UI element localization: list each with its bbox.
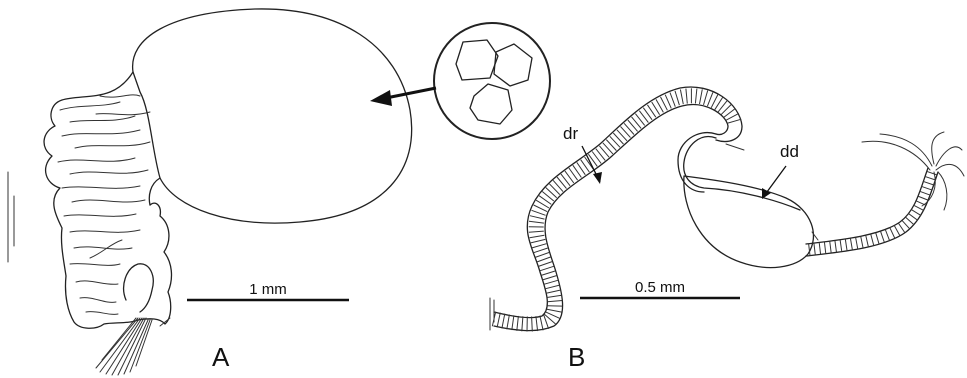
duct-ring	[532, 317, 533, 332]
duct-ring	[824, 242, 825, 254]
duct-ring	[894, 225, 900, 236]
duct-ring	[856, 237, 858, 249]
duct-ring	[866, 235, 869, 247]
duct-ring	[905, 217, 914, 225]
panel-b-bladder	[684, 176, 814, 268]
duct-ring	[919, 191, 930, 195]
panel-b-scale-label: 0.5 mm	[635, 279, 685, 296]
duct-ring	[871, 234, 874, 246]
label-dr-arrowhead	[593, 172, 602, 184]
panel-b-right-ringed-duct	[806, 168, 938, 256]
duct-ring	[850, 238, 852, 250]
panel-b-letter: B	[568, 342, 585, 372]
panel-a-inset-circle	[434, 23, 550, 139]
duct-ring	[861, 236, 863, 248]
duct-ring	[890, 228, 895, 239]
duct-ring	[921, 186, 932, 190]
panel-a-scale-label: 1 mm	[249, 281, 287, 298]
panel-a-fibrous-mass-outline	[44, 92, 171, 328]
label-dd: dd	[780, 142, 799, 161]
duct-ring	[845, 239, 847, 251]
duct-ring	[923, 181, 934, 185]
panel-b-right-duct-rings	[809, 171, 938, 255]
panel-b-duct-end-cut	[726, 144, 744, 150]
duct-ring	[830, 241, 832, 253]
duct-ring	[814, 243, 815, 255]
panel-a-inner-lobe	[124, 264, 154, 312]
panel-b-frayed-strands	[862, 132, 964, 210]
duct-ring	[926, 171, 937, 175]
panel-a-inset-cells	[456, 40, 532, 124]
panel-a-cut-mark	[160, 318, 170, 326]
duct-ring	[835, 241, 837, 253]
duct-ring	[911, 209, 921, 215]
panel-b: dr dd 0.5 mm B	[490, 87, 964, 372]
duct-ring	[898, 223, 905, 233]
duct-ring	[925, 176, 936, 180]
panel-a: 1 mm A	[8, 9, 550, 375]
panel-b-ringed-duct	[492, 87, 742, 332]
panel-a-pointer-arrow-head	[370, 90, 392, 106]
duct-ring	[918, 196, 929, 200]
duct-ring	[876, 233, 879, 245]
duct-ring	[819, 243, 820, 255]
panel-a-oval-sac	[133, 9, 412, 223]
duct-ring	[840, 240, 842, 252]
panel-a-bristles	[96, 318, 152, 375]
label-dd-arrowhead	[762, 188, 771, 199]
duct-ring	[902, 220, 910, 229]
panel-a-pointer-arrow-line	[386, 88, 436, 98]
panel-a-fibers	[58, 95, 150, 315]
duct-ring	[916, 201, 927, 206]
panel-a-left-edge-marks	[8, 172, 14, 262]
label-dr: dr	[563, 124, 578, 143]
panel-a-letter: A	[212, 342, 230, 372]
duct-ring	[908, 213, 918, 220]
duct-ring	[881, 231, 885, 242]
duct-ring	[885, 230, 889, 241]
